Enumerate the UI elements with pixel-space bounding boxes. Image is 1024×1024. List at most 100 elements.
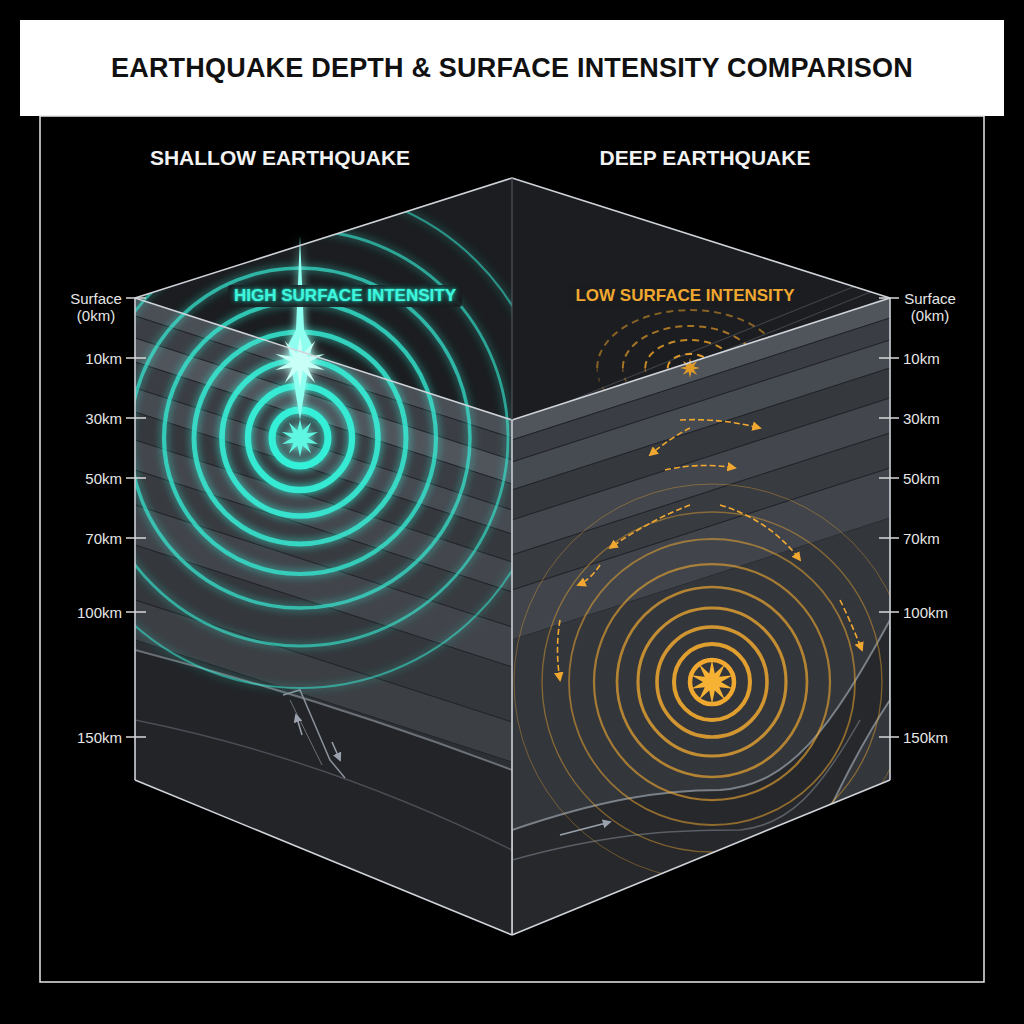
depth-tick [879,736,899,738]
cube-edge [512,178,890,298]
label-anchor: SHALLOW EARTHQUAKE [150,146,410,170]
depth-label: 100km [77,604,122,621]
label-anchor: 70km [903,530,940,547]
wave-arrow [558,620,561,680]
wave-arrows [558,420,863,680]
hypocenter-star [691,660,733,704]
wave-ring [514,484,910,880]
fault [290,700,322,765]
depth-label: 30km [85,410,122,427]
surface-line [560,292,900,429]
wave-ring [638,608,786,756]
cube-edge [134,298,136,780]
surface-line [560,304,900,441]
top-strata [560,268,900,453]
wave-ring [690,660,734,704]
depth-tick [126,537,146,539]
wave-ring [50,188,550,688]
depth-label: 150km [77,729,122,746]
wave-arrow [665,465,735,470]
label-anchor: 100km [903,604,948,621]
depth-label: 100km [903,604,948,621]
wave-ring [542,512,882,852]
wave-ring [657,627,767,737]
hypocenter-star [282,419,318,457]
intensity-label: HIGH SURFACE INTENSITY [228,285,462,307]
mantle [135,650,512,935]
depth-tick [126,611,146,613]
title-band: EARTHQUAKE DEPTH & SURFACE INTENSITY COM… [20,20,1004,116]
title: EARTHQUAKE DEPTH & SURFACE INTENSITY COM… [111,53,913,84]
right-face [512,298,890,935]
cube-edge [135,298,512,420]
plate-boundary [135,720,512,850]
wave-ring [194,332,406,544]
cube-edge [511,420,513,935]
cube-edge [889,298,891,780]
label-anchor: 50km [903,470,940,487]
label-anchor: HIGH SURFACE INTENSITY [228,285,462,307]
lower-layer [512,518,890,935]
depth-tick [879,477,899,479]
intensity-label: LOW SURFACE INTENSITY [569,285,800,307]
surface-line [560,280,900,417]
wave-ring [617,587,807,777]
depth-ticks [126,298,899,737]
fault [283,690,345,778]
label-anchor: 30km [85,410,122,427]
depth-label: Surface (0km) [65,290,127,325]
label-anchor: 10km [85,350,122,367]
surface-line [560,268,900,405]
depth-label: 150km [903,729,948,746]
surface-line [560,316,900,453]
wave-ring [594,564,830,800]
cube-edge [512,178,513,420]
panel-heading: SHALLOW EARTHQUAKE [150,146,410,170]
label-anchor: 100km [77,604,122,621]
wave-arrow [840,600,862,650]
title-band [20,20,1004,116]
depth-label: 50km [903,470,940,487]
label-anchor: 150km [77,729,122,746]
wave-arrow [680,420,760,428]
fault-arrow [296,715,302,735]
wave-ring [164,302,436,574]
wave-arrow [720,505,800,560]
depth-label: 70km [903,530,940,547]
fault-arrow [332,742,340,760]
cube-edge [512,298,890,420]
slab-edge [512,720,860,860]
label-anchor: 10km [903,350,940,367]
wave-arrow [578,565,600,585]
epicenter-star [275,336,324,388]
label-anchor: 30km [903,410,940,427]
right-strata [512,298,890,935]
depth-tick [126,736,146,738]
depth-tick [879,417,899,419]
depth-tick [879,611,899,613]
label-anchor: 70km [85,530,122,547]
depth-tick [879,357,899,359]
depth-tick [126,417,146,419]
wave-arrow [610,505,690,548]
depth-label: Surface (0km) [899,290,961,325]
depth-tick [126,477,146,479]
energy-spike [288,236,312,420]
depth-label: 10km [903,350,940,367]
surface-ripples [597,310,783,426]
panel-frame [40,116,984,982]
depth-tick [879,537,899,539]
label-anchor: Surface (0km) [899,290,961,325]
cube-edge [135,780,512,935]
deep-waves [514,484,910,880]
depth-label: 30km [903,410,940,427]
shallow-waves [50,188,550,688]
depth-tick [879,297,899,299]
slab-arrow [560,822,610,835]
panel-heading: DEEP EARTHQUAKE [600,146,811,170]
plate-boundary [135,650,512,770]
label-anchor: 50km [85,470,122,487]
cube-edge [135,178,512,298]
